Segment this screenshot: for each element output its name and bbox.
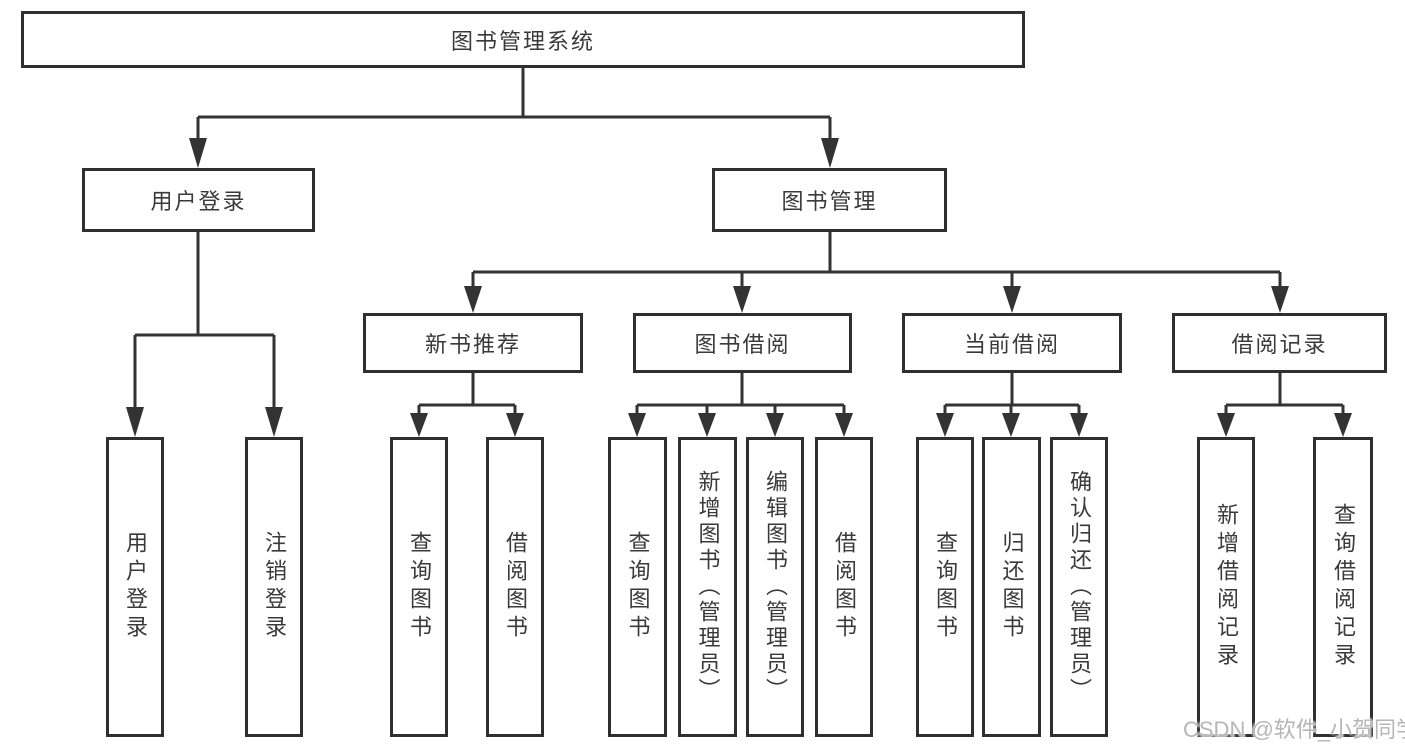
- node-new-book-recommend: 新书推荐: [363, 313, 583, 373]
- node-new-book-recommend-label: 新书推荐: [424, 332, 521, 357]
- arrowhead-leaf: [1334, 413, 1352, 437]
- node-user-login-label: 用户登录: [150, 189, 247, 214]
- arrowhead-leaf: [936, 413, 954, 437]
- leaf-newbooks-query: 查询图书: [390, 437, 448, 737]
- leaf-newbooks-query-label: 查询图书: [407, 531, 432, 643]
- leaf-borrowing-query: 查询图书: [608, 437, 667, 737]
- arrowhead-leaf: [1002, 413, 1020, 437]
- leaf-records-add-label: 新增借阅记录: [1214, 503, 1239, 671]
- arrowhead-user-login: [189, 138, 207, 168]
- arrowhead-level3: [733, 286, 751, 313]
- leaf-current-query: 查询图书: [916, 437, 974, 737]
- arrowhead-leaf: [410, 413, 428, 437]
- node-book-borrowing: 图书借阅: [633, 313, 852, 373]
- leaf-borrowing-edit-admin: 编辑图书（管理员）: [746, 437, 804, 737]
- leaf-borrowing-add-admin: 新增图书（管理员）: [678, 437, 737, 737]
- leaf-records-query-label: 查询借阅记录: [1331, 503, 1356, 671]
- node-borrowing-records: 借阅记录: [1172, 313, 1387, 373]
- leaf-current-confirm-admin: 确认归还（管理员）: [1050, 437, 1108, 737]
- arrowhead-level3: [1003, 286, 1021, 313]
- node-root-label: 图书管理系统: [450, 28, 595, 54]
- node-book-management: 图书管理: [712, 168, 947, 232]
- leaf-borrowing-add-admin-label: 新增图书（管理员）: [695, 470, 721, 704]
- arrowhead-level3: [464, 286, 482, 313]
- leaf-user-login-label: 用户登录: [123, 531, 148, 643]
- arrowhead-book-mgmt: [821, 138, 839, 168]
- node-book-management-label: 图书管理: [781, 189, 878, 214]
- arrowhead-leaf: [835, 413, 853, 437]
- leaf-borrowing-query-label: 查询图书: [625, 531, 651, 643]
- node-borrowing-records-label: 借阅记录: [1231, 332, 1328, 357]
- csdn-watermark: CSDN @软件_小贺同学: [1183, 717, 1405, 742]
- leaf-current-return-label: 归还图书: [999, 531, 1025, 643]
- leaf-user-login: 用户登录: [106, 437, 164, 737]
- leaf-current-query-label: 查询图书: [933, 531, 958, 643]
- leaf-logout-label: 注销登录: [262, 531, 287, 643]
- leaf-records-query: 查询借阅记录: [1313, 437, 1373, 737]
- leaf-current-confirm-admin-label: 确认归还（管理员）: [1067, 470, 1092, 704]
- leaf-newbooks-borrow-label: 借阅图书: [503, 531, 528, 643]
- arrowhead-leaf: [628, 413, 646, 437]
- arrowhead-leaf: [1070, 413, 1088, 437]
- arrowhead-leaf: [126, 407, 144, 437]
- arrowhead-leaf: [698, 413, 716, 437]
- arrowhead-leaf: [506, 413, 524, 437]
- arrowhead-leaf: [766, 413, 784, 437]
- arrowhead-leaf: [1217, 413, 1235, 437]
- arrowhead-level3: [1271, 286, 1289, 313]
- arrowhead-leaf: [265, 407, 283, 437]
- leaf-records-add: 新增借阅记录: [1197, 437, 1255, 737]
- leaf-borrowing-borrow: 借阅图书: [815, 437, 873, 737]
- node-current-borrowing-label: 当前借阅: [963, 332, 1060, 357]
- leaf-newbooks-borrow: 借阅图书: [486, 437, 544, 737]
- leaf-borrowing-edit-admin-label: 编辑图书（管理员）: [763, 470, 788, 704]
- leaf-borrowing-borrow-label: 借阅图书: [832, 531, 857, 643]
- node-user-login: 用户登录: [82, 168, 315, 232]
- leaf-logout: 注销登录: [245, 437, 303, 737]
- node-root: 图书管理系统: [21, 11, 1025, 68]
- leaf-current-return: 归还图书: [982, 437, 1041, 737]
- node-current-borrowing: 当前借阅: [902, 313, 1122, 373]
- node-book-borrowing-label: 图书借阅: [694, 332, 791, 357]
